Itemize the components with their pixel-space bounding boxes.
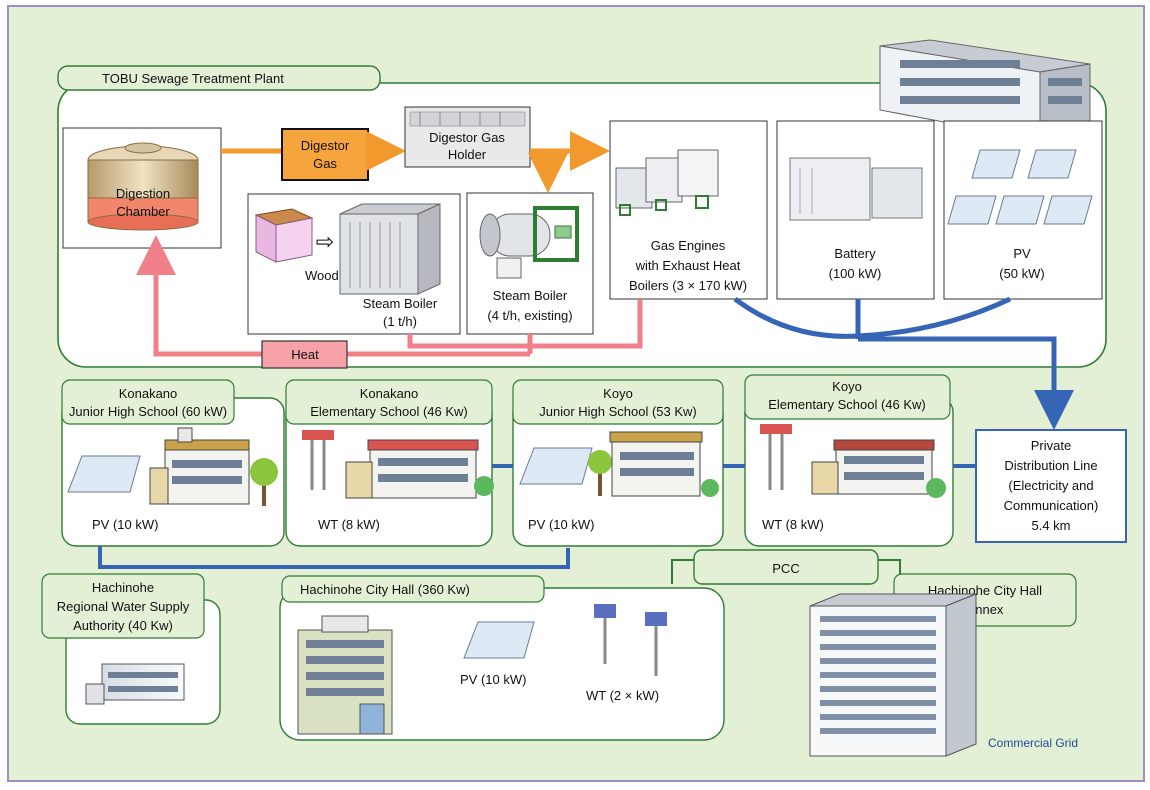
tree-icon (250, 458, 278, 506)
school-building-icon (811, 439, 935, 495)
plant-power-lines (733, 296, 1074, 430)
pcc-label: PCC (772, 561, 799, 576)
distribution-label-4: Communication) (1004, 498, 1099, 513)
city-hall-title: Hachinohe City Hall (360 Kw) (300, 582, 470, 597)
wood-label: Wood (305, 268, 339, 283)
koyo-jhs-gen: PV (10 kW) (528, 517, 594, 532)
gas-engines-label-3: Boilers (3 × 170 kW) (629, 278, 747, 293)
konakano-es-tab (285, 379, 493, 425)
arrow-icon: ⇨ (316, 229, 334, 254)
konakano-es-label-2: Elementary School (46 Kw) (310, 404, 468, 419)
koyo-es-label-2: Elementary School (46 Kw) (768, 397, 926, 412)
gas-holder-label-1: Digestor Gas (429, 130, 505, 145)
gas-engines-icon (615, 149, 719, 216)
digestor-gas-label-2: Gas (313, 156, 337, 171)
water-label-1: Hachinohe (92, 580, 154, 595)
steam-boiler-2-label-1: Steam Boiler (493, 288, 568, 303)
pv-plant-label-1: PV (1013, 246, 1031, 261)
steam-boiler-2-label-2: (4 t/h, existing) (487, 308, 572, 323)
konakano-jhs-label-2: Junior High School (60 kW) (69, 404, 227, 419)
koyo-es-label-1: Koyo (832, 379, 862, 394)
distribution-label-1: Private (1031, 438, 1071, 453)
koyo-es-gen: WT (8 kW) (762, 517, 824, 532)
gas-engines-label-2: with Exhaust Heat (635, 258, 741, 273)
digestor-gas-label-1: Digestor (301, 138, 350, 153)
water-authority-tab (41, 573, 205, 639)
tree-icon (588, 450, 612, 496)
heat-lines (136, 235, 643, 357)
distribution-label-3: (Electricity and (1008, 478, 1093, 493)
heat-label: Heat (291, 347, 319, 362)
konakano-es-gen: WT (8 kW) (318, 517, 380, 532)
konakano-jhs-label-1: Konakano (119, 386, 178, 401)
school-power-lines (98, 464, 976, 569)
digestion-tank-icon (87, 142, 199, 231)
wind-turbine-icon (594, 604, 667, 676)
distribution-label-5: 5.4 km (1031, 518, 1070, 533)
konakano-jhs-tab (61, 379, 235, 425)
steam-boiler-1-label-2: (1 t/h) (383, 314, 417, 329)
heat-box (261, 340, 348, 369)
solar-panel-icon (947, 149, 1093, 225)
solar-panel-icon (519, 447, 593, 485)
city-hall-wt: WT (2 × kW) (586, 688, 659, 703)
battery-label-2: (100 kW) (829, 266, 882, 281)
school-building-icon (149, 427, 250, 505)
solar-panel-icon (463, 621, 535, 659)
plant-title-tab (57, 65, 381, 91)
digestion-label-2: Chamber (116, 204, 170, 219)
distribution-label-2: Distribution Line (1004, 458, 1097, 473)
school-building-icon (609, 431, 703, 497)
city-hall-tab (281, 575, 545, 603)
konakano-es-label-1: Konakano (360, 386, 419, 401)
commercial-grid-label: Commercial Grid (988, 736, 1078, 750)
gas-engines-label-1: Gas Engines (651, 238, 726, 253)
steam-boiler-1-label-1: Steam Boiler (363, 296, 438, 311)
water-label-2: Regional Water Supply (57, 599, 190, 614)
tree-icon (926, 478, 946, 498)
battery-label-1: Battery (834, 246, 876, 261)
water-label-3: Authority (40 Kw) (73, 618, 173, 633)
koyo-jhs-label-1: Koyo (603, 386, 633, 401)
wind-turbine-icon (302, 430, 334, 490)
wind-turbine-icon (760, 424, 792, 490)
pcc-box (693, 549, 879, 585)
konakano-jhs-gen: PV (10 kW) (92, 517, 158, 532)
city-hall-pv: PV (10 kW) (460, 672, 526, 687)
gas-holder-icon (409, 111, 526, 127)
gas-holder-label-2: Holder (448, 147, 487, 162)
office-building-icon (85, 663, 185, 705)
steam-boiler-1-icon (339, 203, 441, 295)
tree-icon (474, 476, 494, 496)
koyo-es-tab (744, 374, 951, 420)
wood-chip-icon (254, 208, 314, 263)
tree-icon (701, 479, 719, 497)
battery-icon (789, 157, 923, 221)
koyo-jhs-label-2: Junior High School (53 Kw) (539, 404, 697, 419)
city-hall-building-icon (297, 615, 393, 735)
annex-building-icon (809, 593, 977, 757)
steam-boiler-2-icon (479, 206, 579, 279)
pcc-lines (671, 559, 901, 584)
solar-panel-icon (67, 455, 141, 493)
school-building-icon (345, 439, 479, 499)
pv-plant-label-2: (50 kW) (999, 266, 1045, 281)
digestion-label-1: Digestion (116, 186, 170, 201)
distribution-line-box (975, 429, 1127, 543)
digestor-gas-box (281, 128, 369, 181)
plant-title: TOBU Sewage Treatment Plant (102, 71, 284, 86)
koyo-jhs-tab (512, 379, 724, 425)
